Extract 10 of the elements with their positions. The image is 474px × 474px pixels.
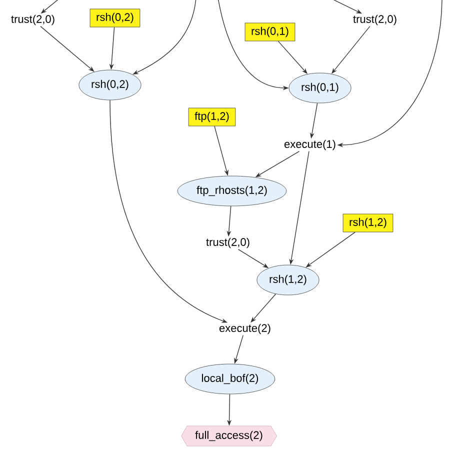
condition-box: ftp(1,2) [188,108,236,126]
node-label: trust(2,0) [352,14,398,26]
node-label: trust(2,0) [205,236,251,250]
node-label: trust(2,0) [10,14,56,26]
condition-box: rsh(0,1) [244,22,296,42]
condition-box: rsh(1,2) [342,214,394,232]
condition-box: rsh(0,2) [90,8,140,28]
goal-hexagon: full_access(2) [181,426,277,446]
node-label: execute(2) [218,322,272,336]
node-label: execute(1) [283,138,337,152]
